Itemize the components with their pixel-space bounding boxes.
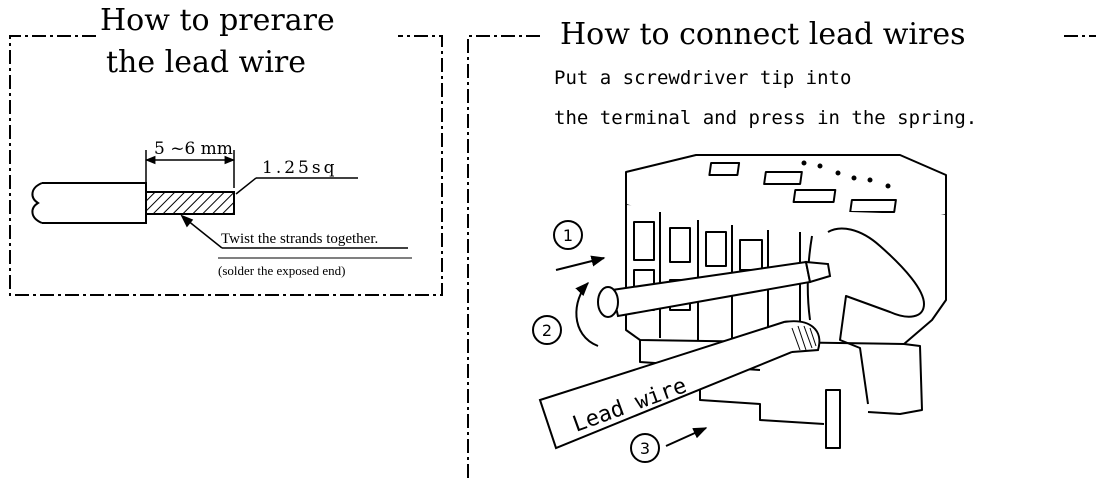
push-wire-arrow [665, 427, 708, 447]
solder-note: (solder the exposed end) [218, 263, 345, 278]
step-3-number: 3 [640, 439, 650, 458]
prepare-lead-wire-panel: How to prerare the lead wire 5 ~6 mm 1.2… [9, 3, 443, 296]
instruction-line2: the terminal and press in the spring. [554, 107, 977, 129]
insert-arrow [555, 255, 606, 271]
rotate-arrow [575, 281, 599, 347]
dimension-marker [144, 150, 236, 188]
step-3-marker: 3 [630, 427, 708, 463]
wire-insulation [31, 182, 147, 224]
wire-size-label: 1.25sq [262, 158, 337, 178]
panel-title: How to connect lead wires [560, 17, 965, 52]
wire-size-leader [235, 177, 358, 195]
exposed-strands [145, 191, 235, 215]
connect-lead-wires-panel: How to connect lead wires Put a screwdri… [467, 17, 1096, 481]
screwdriver [597, 260, 832, 318]
step-1-marker: 1 [553, 220, 606, 271]
dimension-label: 5 ~6 mm [154, 139, 233, 159]
step-2-number: 2 [542, 321, 552, 340]
step-1-number: 1 [563, 226, 573, 245]
instruction-line1: Put a screwdriver tip into [554, 67, 851, 89]
panel-border [467, 35, 1096, 481]
panel-border [9, 35, 443, 296]
step-2-marker: 2 [532, 281, 599, 347]
twist-note: Twist the strands together. [221, 231, 378, 247]
lead-wire [538, 320, 821, 450]
twist-note-leader [180, 214, 408, 249]
panel-title-line1: How to prerare [100, 3, 335, 38]
panel-title-line2: the lead wire [106, 45, 306, 80]
